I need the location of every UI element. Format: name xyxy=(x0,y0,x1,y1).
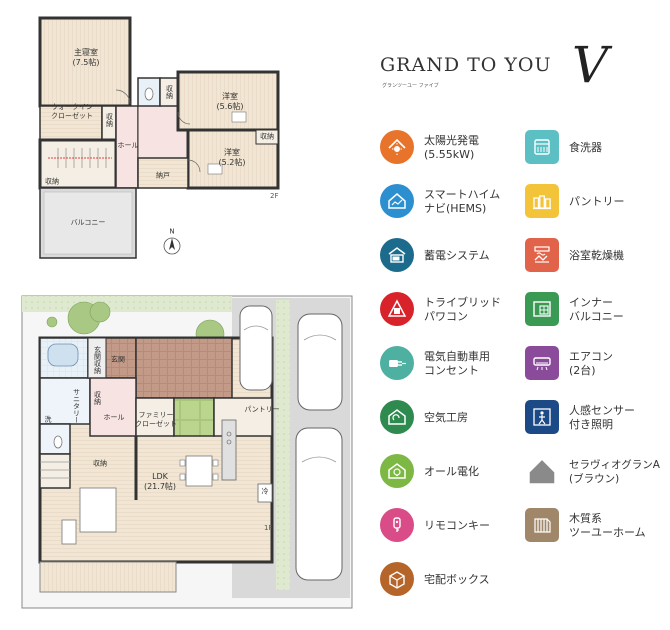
roof-tile-house-icon xyxy=(525,454,559,488)
feature-air-studio: 空気工房 xyxy=(380,398,525,438)
room-master-bedroom: 主寝室 (7.5帖) xyxy=(72,48,100,67)
dishwasher-icon xyxy=(525,130,559,164)
feature-dishwasher: 食洗器 xyxy=(525,128,670,168)
room-western-2: 洋室 (5.2帖) xyxy=(218,148,246,167)
feature-solar-label: 太陽光発電 (5.55kW) xyxy=(424,134,479,161)
feature-hybrid-power-conditioner: トライブリッド パワコン xyxy=(380,290,525,330)
brand-logo: GRAND TO YOU グランツーユー ファイブ V xyxy=(380,40,650,108)
feature-hybrid-power-conditioner-label: トライブリッド パワコン xyxy=(424,296,501,323)
feature-inner-balcony: インナー バルコニー xyxy=(525,290,670,330)
room-storage-2f-d: 収納 xyxy=(260,132,274,141)
feature-remote-key: リモコンキー xyxy=(380,506,525,546)
motion-sensor-light-icon xyxy=(525,400,559,434)
feature-bath-dryer: 浴室乾燥機 xyxy=(525,236,670,276)
feature-dishwasher-label: 食洗器 xyxy=(569,141,602,154)
brand-title: GRAND TO YOU xyxy=(380,54,552,76)
room-sanitary: サニタリー xyxy=(72,388,81,424)
room-family-closet: ファミリー クローゼット xyxy=(135,411,177,428)
room-entrance: 玄関 xyxy=(111,355,125,364)
smart-home-icon xyxy=(380,184,414,218)
floor-plan-drawing xyxy=(21,16,353,609)
air-swirl-house-icon xyxy=(380,400,414,434)
room-western-1: 洋室 (5.6帖) xyxy=(216,92,244,111)
floor-2f xyxy=(38,16,280,259)
feature-roof-tile-label: セラヴィオグランA (ブラウン) xyxy=(569,459,660,485)
feature-remote-key-label: リモコンキー xyxy=(424,519,490,532)
feature-all-electric-label: オール電化 xyxy=(424,465,479,478)
room-storage-1f-a: 収納 xyxy=(93,391,102,405)
feature-hems: スマートハイム ナビ(HEMS) xyxy=(380,182,525,222)
room-storage-2f-c: 収納 xyxy=(165,85,174,99)
wooden-house-icon xyxy=(525,508,559,542)
feature-bath-dryer-label: 浴室乾燥機 xyxy=(569,249,624,262)
inner-balcony-icon xyxy=(525,292,559,326)
feature-roof-tile: セラヴィオグランA (ブラウン) xyxy=(525,452,670,492)
room-pantry: パントリー xyxy=(244,405,280,414)
floor-1f xyxy=(21,295,353,609)
room-storage-2f-a: 収納 xyxy=(105,113,114,127)
brand-subtitle: グランツーユー ファイブ xyxy=(382,83,439,89)
room-storage-2f-b: 収納 xyxy=(45,177,59,186)
pantry-jars-icon xyxy=(525,184,559,218)
feature-storage-battery-label: 蓄電システム xyxy=(424,249,490,262)
feature-ev-outlet: 電気自動車用 コンセント xyxy=(380,344,525,384)
brand-v-mark: V xyxy=(572,36,609,94)
solar-sun-icon xyxy=(380,130,414,164)
feature-motion-light-label: 人感センサー 付き照明 xyxy=(569,404,635,431)
delivery-box-icon xyxy=(380,562,414,596)
feature-delivery-box-label: 宅配ボックス xyxy=(424,573,490,586)
room-hall-2f: ホール xyxy=(117,141,139,150)
room-walk-in-closet: ウォークイン クローゼット xyxy=(51,103,93,120)
floor-label-1f: 1F xyxy=(264,524,273,532)
feature-solar: 太陽光発電 (5.55kW) xyxy=(380,128,525,168)
air-conditioner-icon xyxy=(525,346,559,380)
remote-key-icon xyxy=(380,508,414,542)
feature-motion-light: 人感センサー 付き照明 xyxy=(525,398,670,438)
room-ldk: LDK (21.7帖) xyxy=(143,472,177,491)
feature-inner-balcony-label: インナー バルコニー xyxy=(569,296,624,323)
feature-air-studio-label: 空気工房 xyxy=(424,411,468,424)
floor-plan: 主寝室 (7.5帖) ウォークイン クローゼット 収納 収納 収納 収納 ホール… xyxy=(21,16,353,609)
feature-wooden-two-u-label: 木質系 ツーユーホーム xyxy=(569,512,646,539)
feature-list: 太陽光発電 (5.55kW) 食洗器 スマートハイム ナビ(HEMS) パントリ… xyxy=(380,128,670,608)
room-balcony: バルコニー xyxy=(70,218,106,227)
room-hall-1f: ホール xyxy=(103,413,125,422)
feature-aircon: エアコン (2台) xyxy=(525,344,670,384)
room-storage-1f-b: 収納 xyxy=(93,459,107,468)
feature-aircon-label: エアコン (2台) xyxy=(569,350,613,377)
feature-wooden-two-u: 木質系 ツーユーホーム xyxy=(525,506,670,546)
feature-ev-outlet-label: 電気自動車用 コンセント xyxy=(424,350,490,377)
power-conditioner-icon xyxy=(380,292,414,326)
feature-all-electric: オール電化 xyxy=(380,452,525,492)
bath-dryer-icon xyxy=(525,238,559,272)
room-entrance-storage: 玄関収納 xyxy=(93,346,102,374)
floor-label-2f: 2F xyxy=(270,192,279,200)
room-wash: 洗 xyxy=(44,415,52,424)
north-label: N xyxy=(169,227,175,236)
feature-hems-label: スマートハイム ナビ(HEMS) xyxy=(424,188,501,215)
ev-plug-icon xyxy=(380,346,414,380)
battery-house-icon xyxy=(380,238,414,272)
feature-pantry-label: パントリー xyxy=(569,195,625,208)
feature-delivery-box: 宅配ボックス xyxy=(380,560,525,600)
all-electric-bulb-icon xyxy=(380,454,414,488)
feature-pantry: パントリー xyxy=(525,182,670,222)
room-fridge: 冷 xyxy=(261,487,269,496)
feature-storage-battery: 蓄電システム xyxy=(380,236,525,276)
room-nando: 納戸 xyxy=(156,171,170,180)
